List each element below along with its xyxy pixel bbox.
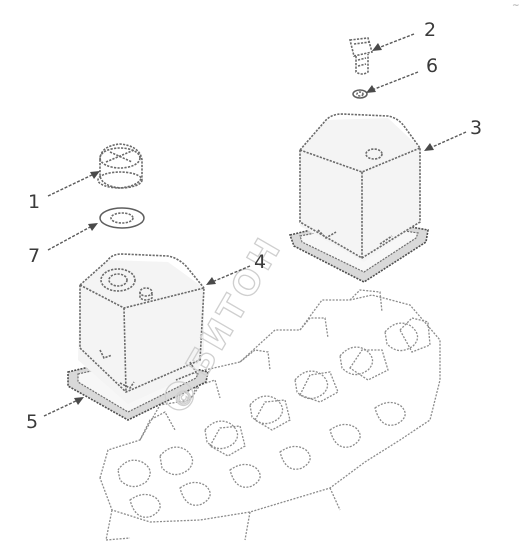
bolt-washer bbox=[352, 89, 368, 99]
oil-filler-cap bbox=[97, 143, 143, 189]
valve-cover-right bbox=[299, 113, 421, 262]
callout-7: 7 bbox=[28, 245, 40, 267]
callout-6: 6 bbox=[426, 55, 438, 77]
corner-mark: ~ bbox=[512, 1, 520, 11]
callout-2: 2 bbox=[424, 19, 436, 41]
callout-5: 5 bbox=[26, 411, 38, 433]
cover-bolt bbox=[349, 37, 374, 75]
filler-cap-seal-ring bbox=[99, 207, 145, 229]
cylinder-head bbox=[99, 289, 441, 541]
callout-3: 3 bbox=[470, 117, 482, 139]
valve-cover-left bbox=[78, 253, 205, 404]
callout-leaders bbox=[43, 33, 467, 417]
callout-1: 1 bbox=[28, 191, 40, 213]
callout-4: 4 bbox=[254, 251, 266, 273]
